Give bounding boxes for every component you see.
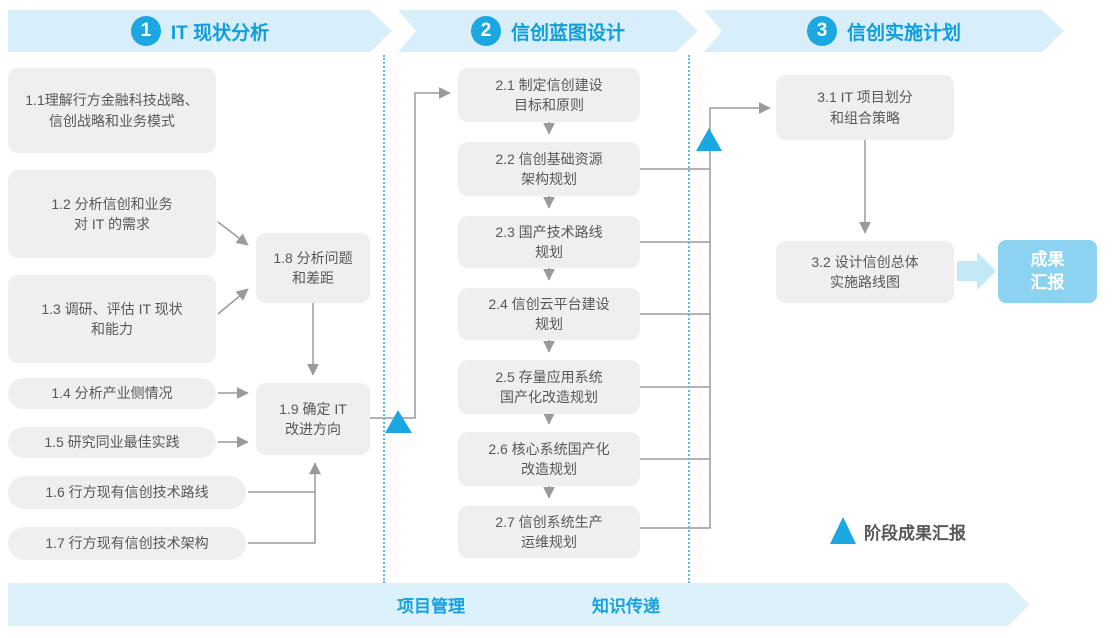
- legend-label: 阶段成果汇报: [864, 524, 966, 543]
- task-line: 3.2 设计信创总体: [811, 253, 919, 270]
- task-line: 规划: [535, 244, 563, 260]
- result-line: 汇报: [1030, 272, 1065, 292]
- phase-1-title: IT 现状分析: [170, 22, 270, 44]
- task-line: 2.7 信创系统生产: [495, 513, 603, 530]
- phase-2-title: 信创蓝图设计: [510, 22, 625, 44]
- legend-triangle-icon: [830, 517, 856, 544]
- task-line: 国产化改造规划: [500, 389, 598, 405]
- task-line: 2.5 存量应用系统: [495, 368, 603, 385]
- task-box-1-5: 1.5 研究同业最佳实践: [8, 427, 216, 458]
- task-box-2-5: 2.5 存量应用系统 国产化改造规划: [458, 360, 640, 414]
- task-box-2-1: 2.1 制定信创建设 目标和原则: [458, 68, 640, 122]
- task-line: 1.4 分析产业侧情况: [51, 385, 173, 402]
- task-line: 2.2 信创基础资源: [495, 150, 603, 167]
- task-line: 3.1 IT 项目划分: [817, 89, 913, 106]
- task-box-1-6: 1.6 行方现有信创技术路线: [8, 476, 246, 509]
- task-line: 目标和原则: [514, 97, 584, 113]
- phase-band-1: 1 IT 现状分析: [8, 10, 392, 52]
- phase-1-number-badge: 1: [131, 16, 161, 46]
- task-line: 1.6 行方现有信创技术路线: [45, 484, 209, 501]
- task-box-2-6: 2.6 核心系统国产化 改造规划: [458, 432, 640, 486]
- task-line: 和差距: [292, 270, 334, 286]
- task-box-2-7: 2.7 信创系统生产 运维规划: [458, 506, 640, 558]
- task-line: 1.8 分析问题: [273, 249, 353, 266]
- task-line: 2.3 国产技术路线: [495, 223, 603, 240]
- phase-band-2: 2 信创蓝图设计: [398, 10, 698, 52]
- task-line: 1.7 行方现有信创技术架构: [45, 535, 209, 552]
- milestone-triangle-phase2: [696, 128, 722, 151]
- task-box-1-1: 1.1理解行方金融科技战略、 信创战略和业务模式: [8, 68, 216, 153]
- task-box-1-7: 1.7 行方现有信创技术架构: [8, 527, 246, 560]
- result-line: 成果: [1030, 249, 1065, 269]
- task-box-3-1: 3.1 IT 项目划分 和组合策略: [776, 75, 954, 140]
- task-box-1-4: 1.4 分析产业侧情况: [8, 378, 216, 409]
- phase-3-title: 信创实施计划: [846, 22, 961, 44]
- task-box-2-4: 2.4 信创云平台建设 规划: [458, 288, 640, 340]
- phase-3-number-badge: 3: [807, 16, 837, 46]
- task-box-1-9: 1.9 确定 IT 改进方向: [256, 383, 370, 455]
- task-line: 运维规划: [521, 534, 577, 550]
- task-line: 对 IT 的需求: [74, 216, 150, 232]
- task-box-1-2: 1.2 分析信创和业务 对 IT 的需求: [8, 170, 216, 258]
- task-line: 和组合策略: [830, 109, 900, 126]
- thick-arrow-to-result: [957, 252, 996, 290]
- task-line: 规划: [535, 316, 563, 332]
- task-box-2-2: 2.2 信创基础资源 架构规划: [458, 142, 640, 196]
- result-report-box: 成果 汇报: [998, 240, 1097, 303]
- task-line: 1.2 分析信创和业务: [51, 195, 173, 212]
- task-line: 实施路线图: [830, 274, 900, 290]
- task-line: 改造规划: [521, 461, 577, 477]
- footer-band: [8, 583, 1030, 626]
- task-line: 架构规划: [521, 171, 577, 187]
- task-box-2-3: 2.3 国产技术路线 规划: [458, 216, 640, 268]
- footer-item-project-management: 项目管理: [397, 597, 465, 616]
- task-line: 1.3 调研、评估 IT 现状: [41, 300, 183, 317]
- task-line: 2.6 核心系统国产化: [488, 440, 610, 457]
- phase2-wires: [543, 102, 771, 529]
- task-box-1-8: 1.8 分析问题 和差距: [256, 233, 370, 303]
- phase-divider-2-3: [688, 55, 690, 583]
- footer-item-knowledge-transfer: 知识传递: [592, 597, 660, 616]
- milestone-triangle-phase1: [385, 410, 412, 433]
- phase-divider-1-2: [383, 55, 385, 583]
- task-line: 2.4 信创云平台建设: [488, 295, 610, 312]
- task-line: 和能力: [91, 321, 133, 337]
- task-line: 2.1 制定信创建设: [495, 76, 603, 93]
- task-line: 1.9 确定 IT: [279, 400, 347, 417]
- task-line: 1.5 研究同业最佳实践: [44, 434, 180, 451]
- phase-2-number-badge: 2: [471, 16, 501, 46]
- phase-band-3: 3 信创实施计划: [704, 10, 1064, 52]
- phase1-wires: [217, 87, 451, 544]
- task-line: 1.1理解行方金融科技战略、: [25, 92, 199, 109]
- task-line: 改进方向: [285, 421, 341, 437]
- task-line: 信创战略和业务模式: [49, 112, 175, 129]
- task-box-3-2: 3.2 设计信创总体 实施路线图: [776, 241, 954, 303]
- task-box-1-3: 1.3 调研、评估 IT 现状 和能力: [8, 275, 216, 363]
